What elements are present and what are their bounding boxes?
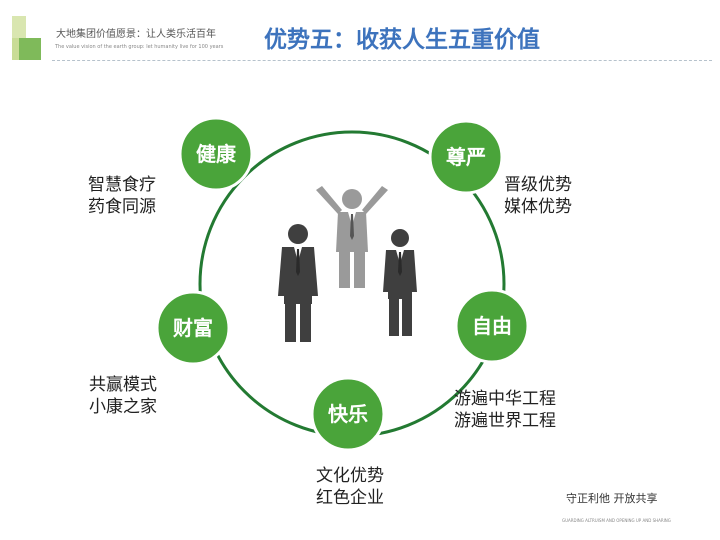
desc-freedom-line-2: 游遍世界工程 — [454, 411, 556, 431]
node-label-freedom: 自由 — [472, 314, 512, 338]
desc-happiness-line-1: 文化优势 — [316, 466, 384, 486]
node-label-wealth: 财富 — [173, 316, 213, 340]
logo-square-green — [19, 38, 41, 60]
business-people-illustration — [278, 186, 417, 342]
node-label-happiness: 快乐 — [328, 402, 368, 426]
node-circle-happiness — [310, 376, 386, 452]
desc-happiness-line-2: 红色企业 — [316, 488, 384, 508]
logo-square-pale — [12, 38, 19, 60]
desc-wealth-line-1: 共赢模式 — [89, 375, 157, 395]
node-label-health: 健康 — [196, 142, 236, 166]
desc-wealth: 共赢模式 小康之家 — [89, 374, 157, 418]
node-circle-dignity — [428, 119, 504, 195]
desc-happiness: 文化优势 红色企业 — [316, 465, 384, 509]
footer-slogan-cn: 守正利他 开放共享 — [566, 492, 658, 505]
header-divider — [52, 60, 712, 61]
desc-health: 智慧食疗 药食同源 — [88, 174, 156, 218]
header-tagline-en: The value vision of the earth group: let… — [55, 44, 224, 50]
desc-freedom-line-1: 游遍中华工程 — [454, 389, 556, 409]
page-title: 优势五：收获人生五重价值 — [264, 27, 540, 53]
node-label-dignity: 尊严 — [446, 145, 486, 169]
desc-dignity-line-2: 媒体优势 — [504, 197, 572, 217]
desc-freedom: 游遍中华工程 游遍世界工程 — [454, 388, 556, 432]
footer-slogan-en: GUARDING ALTRUISM AND OPENING UP AND SHA… — [562, 518, 671, 523]
node-circle-freedom — [454, 288, 530, 364]
desc-dignity: 晋级优势 媒体优势 — [504, 174, 572, 218]
desc-dignity-line-1: 晋级优势 — [504, 175, 572, 195]
logo-square-light — [12, 16, 26, 38]
header-tagline-cn: 大地集团价值愿景：让人类乐活百年 — [56, 29, 216, 40]
desc-wealth-line-2: 小康之家 — [89, 397, 157, 417]
node-circle-health — [178, 116, 254, 192]
node-circle-wealth — [155, 290, 231, 366]
desc-health-line-2: 药食同源 — [88, 197, 156, 217]
desc-health-line-1: 智慧食疗 — [88, 175, 156, 195]
